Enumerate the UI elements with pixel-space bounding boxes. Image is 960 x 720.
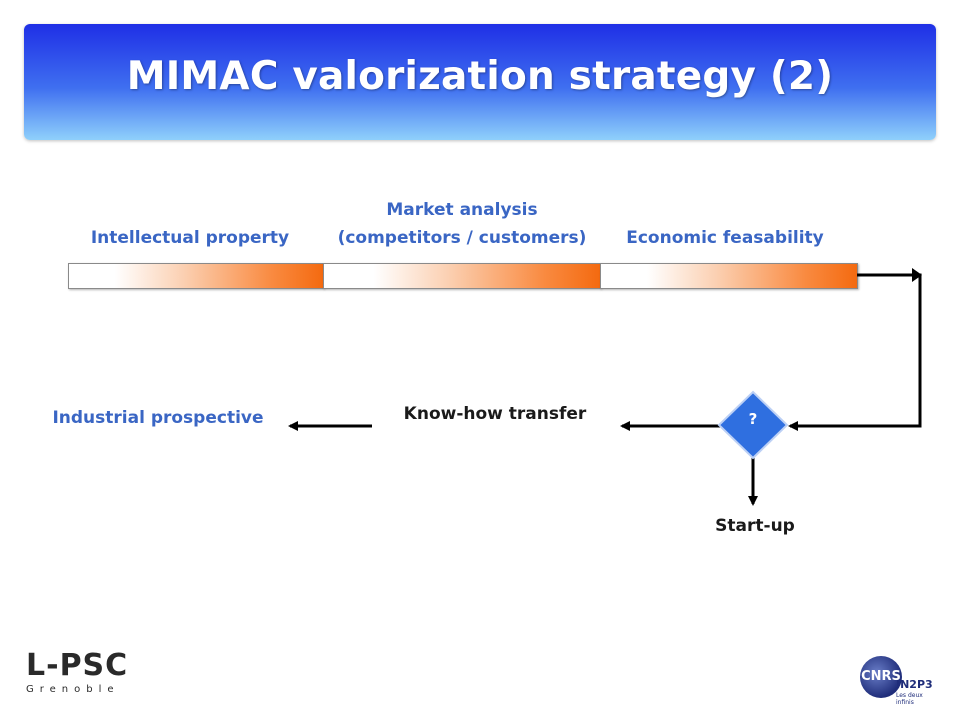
- label-knowhow-transfer: Know-how transfer: [403, 404, 587, 424]
- corner-arrowhead: [912, 268, 922, 282]
- label-startup: Start-up: [715, 516, 795, 536]
- bar-intellectual-property: [68, 263, 324, 289]
- in2p3-tagline: Les deux infinis: [896, 692, 923, 706]
- decision-diamond: [717, 390, 789, 460]
- in2p3-logo: IN2P3: [896, 678, 933, 691]
- bar-market-analysis: [323, 263, 601, 289]
- label-market-analysis-line1: Market analysis: [386, 200, 538, 220]
- label-economic-feasability: Economic feasability: [626, 228, 824, 248]
- decision-label: ?: [748, 410, 758, 428]
- connector-bar-to-decision: [788, 273, 922, 431]
- label-intellectual-property: Intellectual property: [90, 228, 290, 248]
- lpsc-logo-main: L-PSC: [26, 648, 129, 683]
- lpsc-logo-city: Grenoble: [26, 684, 120, 695]
- lpsc-logo: L-PSC Grenoble: [26, 650, 136, 706]
- slide-title: MIMAC valorization strategy (2): [126, 54, 834, 99]
- cnrs-in2p3-logo: CNRS IN2P3 Les deux infinis: [852, 652, 942, 712]
- label-industrial-prospective: Industrial prospective: [52, 408, 264, 428]
- cnrs-logo: CNRS: [860, 656, 902, 698]
- bar-economic-feasability: [600, 263, 858, 289]
- title-banner: MIMAC valorization strategy (2): [24, 24, 936, 140]
- label-market-analysis-line2: (competitors / customers): [337, 228, 587, 248]
